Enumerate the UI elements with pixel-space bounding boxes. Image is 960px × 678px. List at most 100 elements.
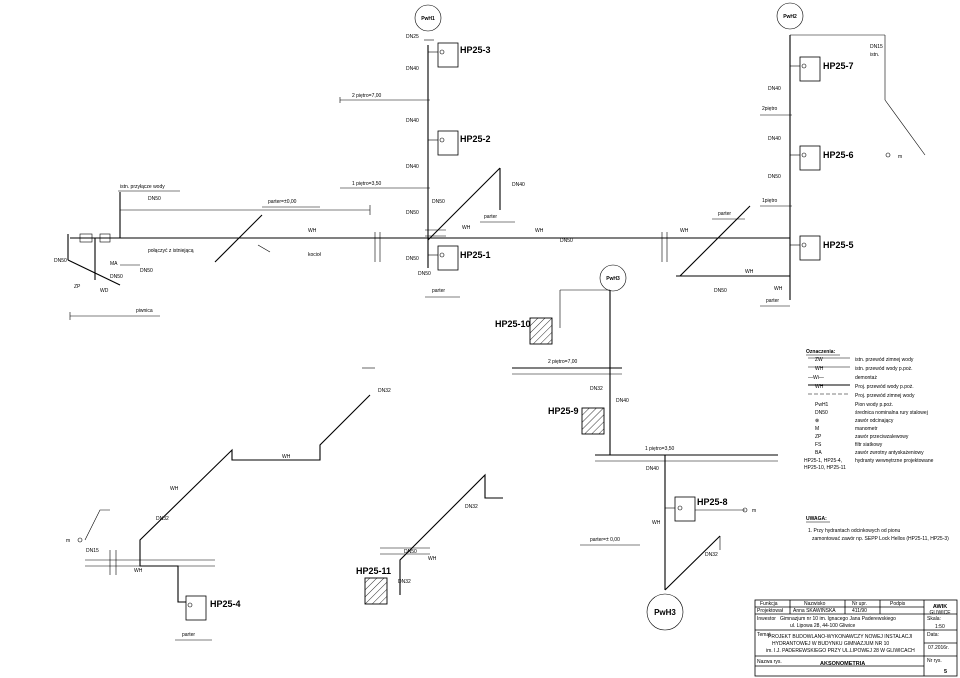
svg-text:WH: WH: [462, 225, 471, 231]
svg-text:DN50: DN50: [404, 549, 417, 555]
svg-text:DN50: DN50: [418, 271, 431, 277]
svg-text:ul. Lipowa 28, 44-100 Gliwi: ul. Lipowa 28, 44-100 Gliwice: [790, 623, 856, 629]
svg-text:DN15: DN15: [86, 548, 99, 554]
svg-text:1:50: 1:50: [935, 624, 945, 630]
svg-text:DN40: DN40: [768, 136, 781, 142]
hydrant-hp25-3: HP25-3: [460, 45, 491, 55]
hp25-4-branch: m HP25-4 parter WH WH DN32 DN15 WH DN32: [66, 367, 391, 641]
hydrant-hp25-4: HP25-4: [210, 599, 241, 609]
legend-item: BA zawór zwrotny antyskażeniowy: [815, 450, 924, 456]
pwh2-riser-system: DN15 istn. m HP25-7 HP25-6 HP25-5 2piętr…: [676, 34, 926, 307]
svg-text:DN50: DN50: [110, 274, 123, 280]
legend-item: WH Proj. przewód wody p.poż.: [808, 384, 914, 390]
svg-text:Projektował: Projektował: [757, 608, 784, 614]
svg-text:DN32: DN32: [465, 504, 478, 510]
svg-text:BA: BA: [815, 450, 822, 456]
svg-text:zawór zwrotny antyskażeniowy: zawór zwrotny antyskażeniowy: [855, 450, 924, 456]
svg-text:parter: parter: [182, 632, 195, 638]
svg-text:Proj. przewód zimnej wody: Proj. przewód zimnej wody: [855, 393, 915, 399]
svg-text:Nazwisko: Nazwisko: [804, 601, 826, 607]
svg-text:WD: WD: [100, 288, 109, 294]
svg-text:manometr: manometr: [855, 426, 878, 432]
svg-text:parter: parter: [718, 211, 731, 217]
svg-text:Temat: Temat: [757, 632, 771, 638]
svg-text:Nr rys.: Nr rys.: [927, 658, 942, 664]
svg-text:PwH1: PwH1: [421, 16, 435, 22]
svg-text:DN32: DN32: [378, 388, 391, 394]
legend: Oznaczenia: ZW istn. przewód zimnej wody…: [804, 349, 934, 471]
svg-text:Podpis: Podpis: [890, 601, 906, 607]
svg-text:DN40: DN40: [616, 398, 629, 404]
main-distribution-pipe: kocioł WH WH DN50 WH parter parter=±0,00: [120, 199, 790, 263]
legend-item: ⊗ zawór odcinający: [815, 418, 894, 424]
svg-text:DN40: DN40: [406, 66, 419, 72]
svg-text:filtr siatkowy: filtr siatkowy: [855, 442, 883, 448]
svg-text:Gimnazjum nr 10 im. Ignacego J: Gimnazjum nr 10 im. Ignacego Jana Padere…: [780, 616, 896, 622]
svg-text:DN50: DN50: [140, 268, 153, 274]
svg-text:WH: WH: [170, 486, 179, 492]
legend-item: DN50 średnica nominalna rury stalowej: [815, 410, 928, 416]
svg-text:DN15: DN15: [870, 44, 883, 50]
svg-text:hydranty wewnętrzne projektowa: hydranty wewnętrzne projektowane: [855, 458, 934, 464]
svg-text:ZW: ZW: [815, 357, 823, 363]
label-boiler: kocioł: [308, 252, 322, 258]
hydrant-hp25-6: HP25-6: [823, 150, 854, 160]
legend-item: M manometr: [815, 426, 878, 432]
level-floor1-b: 1 piętro=3,50: [645, 446, 675, 452]
svg-text:DN50: DN50: [406, 256, 419, 262]
svg-text:MA: MA: [110, 261, 118, 267]
water-connection: istn. przyłącze wody połączyć z istnieją…: [54, 184, 194, 320]
svg-text:DN50: DN50: [432, 199, 445, 205]
svg-text:—Wi—: —Wi—: [808, 375, 824, 381]
svg-text:WH: WH: [308, 228, 317, 234]
svg-text:parter: parter: [484, 214, 497, 220]
svg-text:DN50: DN50: [768, 174, 781, 180]
svg-text:DN40: DN40: [768, 86, 781, 92]
svg-text:WH: WH: [428, 556, 437, 562]
svg-text:5: 5: [944, 669, 947, 675]
riser-pwh3-bottom: PwH3: [646, 593, 684, 631]
svg-text:⊗: ⊗: [815, 418, 819, 424]
svg-text:Pion wody p.poż.: Pion wody p.poż.: [855, 402, 893, 408]
svg-text:HP25-1, HP25-4,: HP25-1, HP25-4,: [804, 458, 842, 464]
legend-item: Proj. przewód zimnej wody: [808, 393, 915, 399]
svg-text:07.2016r.: 07.2016r.: [928, 645, 949, 651]
svg-text:WH: WH: [652, 520, 661, 526]
legend-item: HP25-10, HP25-11: [804, 465, 846, 471]
svg-text:DN40: DN40: [406, 164, 419, 170]
svg-text:WH: WH: [680, 228, 689, 234]
svg-text:Anna SKAWIŃSKA: Anna SKAWIŃSKA: [793, 607, 836, 614]
hydrant-hp25-9: HP25-9: [548, 406, 579, 416]
svg-text:połączyć z istniejącą: połączyć z istniejącą: [148, 248, 194, 254]
legend-item: HP25-1, HP25-4, hydranty wewnętrzne proj…: [804, 458, 934, 464]
legend-title: Oznaczenia:: [806, 349, 836, 355]
svg-text:WH: WH: [774, 286, 783, 292]
hp25-11-branch: HP25-11 DN32 DN50 DN32 WH: [356, 473, 503, 605]
svg-text:m: m: [752, 508, 756, 514]
svg-text:m: m: [66, 538, 70, 544]
svg-text:GLIWICE: GLIWICE: [929, 610, 951, 616]
svg-text:parter: parter: [432, 288, 445, 294]
hydrant-hp25-1: HP25-1: [460, 250, 491, 260]
svg-text:DN50: DN50: [406, 210, 419, 216]
level-floor2-c: 2piętro: [762, 106, 778, 112]
svg-text:im. I.J. PADEREWSKIEGO PRZY UL: im. I.J. PADEREWSKIEGO PRZY UL.LIPOWEJ 2…: [766, 648, 915, 654]
svg-text:PwH3: PwH3: [654, 608, 676, 617]
svg-text:m: m: [898, 154, 902, 160]
svg-text:PROJEKT BUDOWLANO-WYKONAWCZY N: PROJEKT BUDOWLANO-WYKONAWCZY NOWEJ INSTA…: [768, 634, 912, 640]
hydrant-hp25-5: HP25-5: [823, 240, 854, 250]
svg-text:DN50: DN50: [815, 410, 828, 416]
svg-text:WH: WH: [815, 384, 824, 390]
svg-text:ZP: ZP: [815, 434, 822, 440]
svg-text:WH: WH: [535, 228, 544, 234]
level-floor2-b: 2 piętro=7,00: [548, 359, 578, 365]
svg-text:WH: WH: [745, 269, 754, 275]
svg-text:AKSONOMETRIA: AKSONOMETRIA: [820, 661, 865, 667]
svg-text:DN40: DN40: [512, 182, 525, 188]
svg-text:istn. przewód zimnej wody: istn. przewód zimnej wody: [855, 357, 914, 363]
svg-text:DN50: DN50: [560, 238, 573, 244]
pwh1-riser-system: 2 piętro=7,00 1 piętro=3,50 DN25 DN40 DN…: [339, 34, 525, 298]
svg-text:DN32: DN32: [156, 516, 169, 522]
svg-text:Nazwa rys.: Nazwa rys.: [757, 659, 782, 665]
